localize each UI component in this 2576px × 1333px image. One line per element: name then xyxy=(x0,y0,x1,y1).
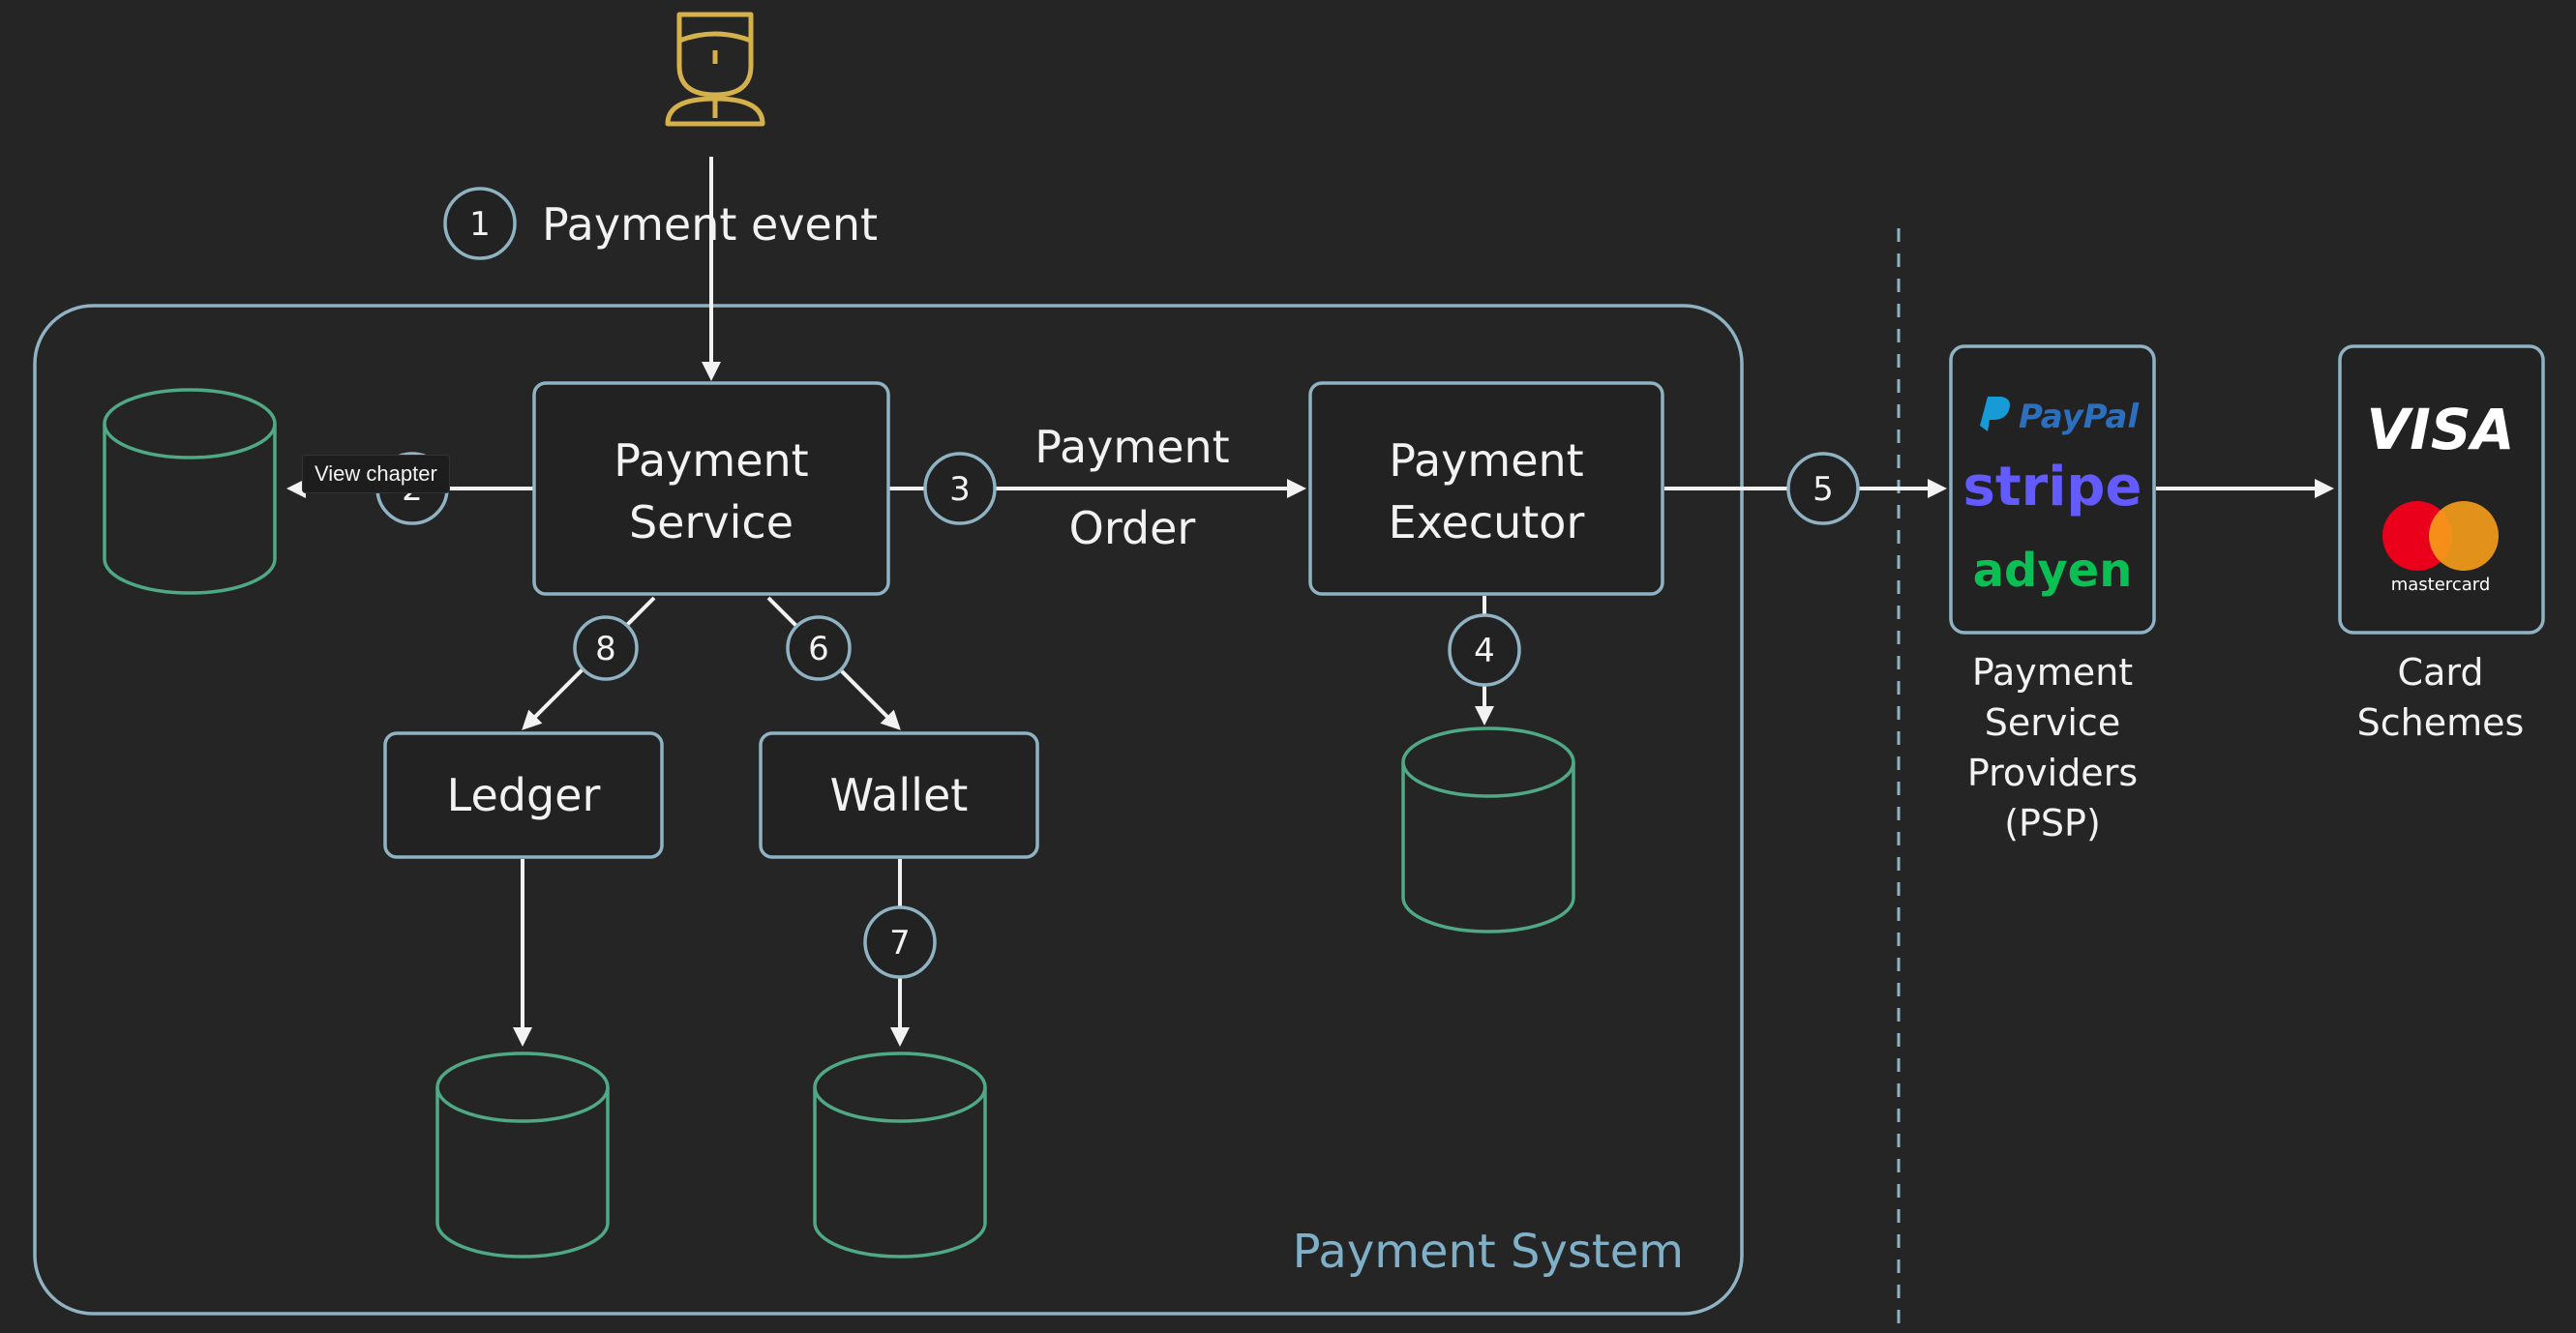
mastercard-orange-circle xyxy=(2429,501,2499,571)
payment-executor-label-2: Executor xyxy=(1389,496,1585,548)
view-chapter-tooltip[interactable]: View chapter xyxy=(302,455,450,493)
payment-order-label-2: Order xyxy=(1069,502,1196,554)
mastercard-logo: mastercard xyxy=(2382,501,2499,595)
stripe-logo: stripe xyxy=(1963,456,2142,518)
step-4-label: 4 xyxy=(1474,632,1495,670)
paypal-logo: PayPal xyxy=(1980,397,2140,436)
step-5: 5 xyxy=(1786,452,1860,525)
psp-caption-1: Payment xyxy=(1972,651,2133,694)
payment-executor-box xyxy=(1308,381,1664,596)
card-schemes-box xyxy=(2338,344,2545,635)
psp-caption-3: Providers xyxy=(1967,752,2138,794)
step-1: 1 xyxy=(443,187,517,260)
step-1-label: 1 xyxy=(469,205,491,244)
payment-service-label-2: Service xyxy=(629,496,794,548)
step-4: 4 xyxy=(1448,613,1521,687)
psp-caption-2: Service xyxy=(1985,701,2120,744)
card-schemes-caption-2: Schemes xyxy=(2357,701,2525,744)
wallet-box xyxy=(759,731,1039,859)
payment-system-boundary xyxy=(33,304,1744,1316)
payment-event-label: Payment event xyxy=(542,198,878,251)
database-wallet xyxy=(813,1052,987,1259)
psp-caption-4: (PSP) xyxy=(2004,802,2101,844)
step-8-label: 8 xyxy=(595,630,616,668)
step-7-label: 7 xyxy=(889,924,911,963)
step-3: 3 xyxy=(923,452,997,525)
database-executor xyxy=(1401,726,1575,933)
payment-service-box xyxy=(532,381,890,596)
adyen-logo: adyen xyxy=(1973,544,2133,598)
step-6: 6 xyxy=(786,615,852,681)
database-service xyxy=(103,388,277,595)
step-8: 8 xyxy=(573,615,639,681)
paypal-icon xyxy=(1980,397,2010,431)
step-6-label: 6 xyxy=(808,630,829,668)
mastercard-wordmark: mastercard xyxy=(2391,575,2491,595)
step-5-label: 5 xyxy=(1812,470,1834,509)
ledger-label: Ledger xyxy=(447,769,601,821)
payment-executor-label-1: Payment xyxy=(1389,434,1583,487)
user-icon xyxy=(665,12,765,127)
card-schemes-caption-1: Card xyxy=(2398,651,2484,694)
visa-logo: VISA xyxy=(2366,397,2514,462)
payment-system-label: Payment System xyxy=(1293,1225,1684,1279)
paypal-wordmark: PayPal xyxy=(2019,398,2140,436)
wallet-label: Wallet xyxy=(830,769,969,821)
step-3-label: 3 xyxy=(949,470,971,509)
step-7: 7 xyxy=(863,905,937,979)
payment-service-label-1: Payment xyxy=(614,434,808,487)
ledger-box xyxy=(383,731,664,859)
payment-order-label-1: Payment xyxy=(1034,421,1229,473)
database-ledger xyxy=(435,1052,610,1259)
